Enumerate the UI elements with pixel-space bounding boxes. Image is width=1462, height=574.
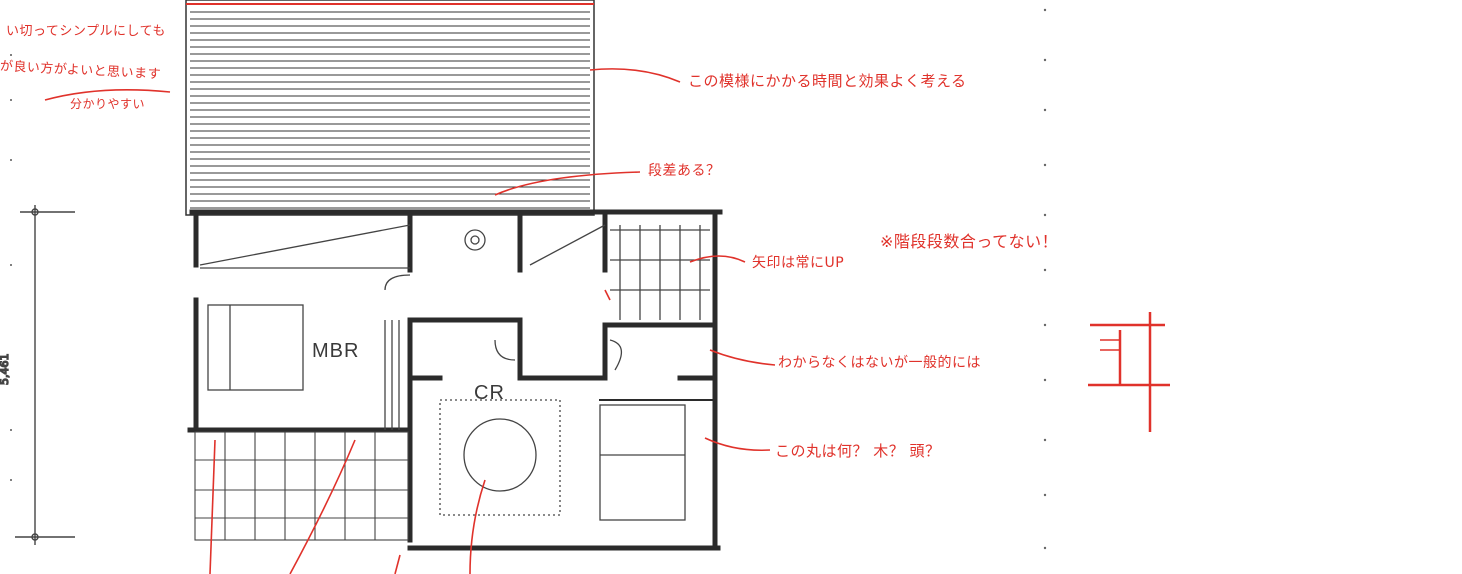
room-label-mbr: MBR	[312, 340, 360, 362]
interior-lines	[199, 224, 710, 521]
red-leaders	[44, 68, 776, 574]
walls	[187, 209, 723, 551]
note-ridge: 段差ある？	[648, 163, 721, 179]
note-circle-question: この丸は何？ 木？ 頭？	[775, 442, 941, 460]
note-top-left-3: 分かりやすい	[70, 97, 146, 111]
note-roof-work: この模様にかかる時間と効果よく考える	[688, 72, 967, 90]
note-stair-count: ※階段段数合ってない！	[880, 232, 1059, 251]
hatched-deck	[185, 0, 595, 216]
note-top-left-1: い切ってシンプルにしても	[6, 24, 166, 39]
deck-grid	[194, 431, 409, 541]
margin-dots	[1043, 8, 1047, 550]
note-closet-general: わからなくはないが一般的には	[778, 355, 981, 371]
note-landing-up: 矢印は常にUP	[752, 255, 845, 271]
stair-detail	[1088, 312, 1170, 432]
svg-text:5,461: 5,461	[0, 354, 11, 386]
margin-marks	[10, 54, 12, 481]
room-label-cr: CR	[474, 382, 505, 404]
dimension-line: 5,461	[0, 205, 75, 545]
